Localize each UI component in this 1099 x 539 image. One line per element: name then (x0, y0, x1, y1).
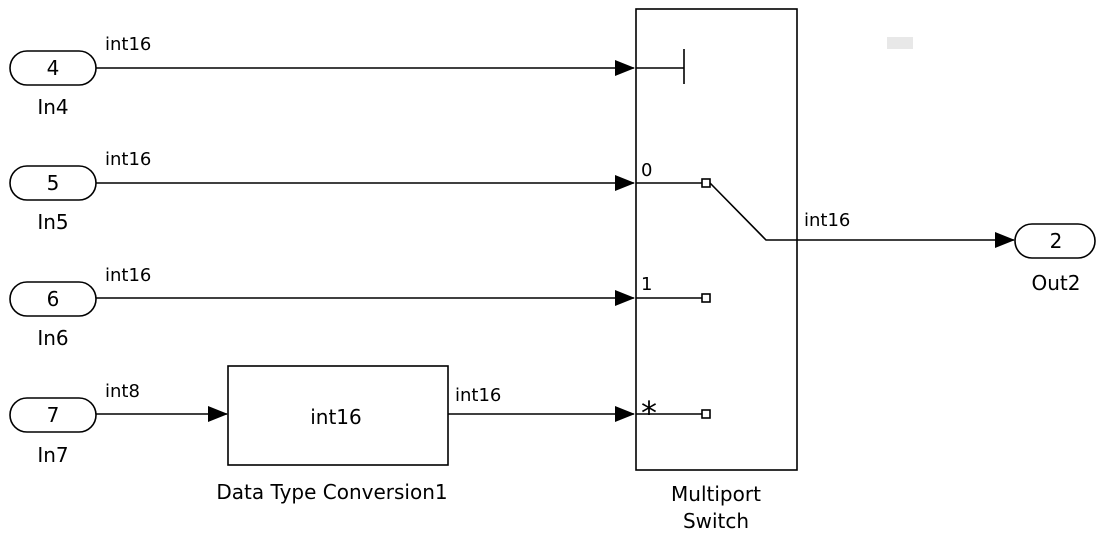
inport-in6-number: 6 (47, 287, 60, 311)
multiport-switch-label-line2: Switch (683, 509, 749, 533)
inport-in4[interactable]: 4 (9, 50, 97, 86)
signal-type-switch-out: int16 (804, 210, 850, 231)
multiport-switch-label-line1: Multiport (671, 482, 761, 506)
inport-in5-number: 5 (47, 171, 60, 195)
outport-out2[interactable]: 2 (1014, 223, 1096, 259)
switch-arm (709, 182, 797, 241)
switch-port-0-terminal (701, 178, 711, 188)
canvas-artifact (887, 37, 913, 49)
switch-port-0-label: 0 (641, 160, 652, 181)
data-type-conversion-label: Data Type Conversion1 (216, 480, 447, 504)
inport-in4-label: In4 (37, 95, 68, 119)
inport-in4-number: 4 (47, 56, 60, 80)
signal-type-conversion-out: int16 (455, 385, 501, 406)
signal-type-in5: int16 (105, 149, 151, 170)
inport-in7-number: 7 (47, 403, 60, 427)
switch-port-default-label: * (641, 394, 657, 432)
outport-out2-shape[interactable] (1014, 223, 1096, 259)
inport-in7-shape[interactable] (9, 397, 97, 433)
inport-in6-shape[interactable] (9, 281, 97, 317)
inport-in5-label: In5 (37, 210, 68, 234)
switch-port-1-label: 1 (641, 274, 652, 295)
signal-type-in4: int16 (105, 34, 151, 55)
outport-out2-label: Out2 (1032, 271, 1081, 295)
switch-port-default-terminal (701, 409, 711, 419)
inport-in7[interactable]: 7 (9, 397, 97, 433)
inport-in7-label: In7 (37, 443, 68, 467)
data-type-conversion-content: int16 (310, 405, 362, 429)
signal-type-in7: int8 (105, 381, 140, 402)
data-type-conversion-shape[interactable] (227, 365, 449, 466)
multiport-switch-block[interactable]: 0 1 * (635, 8, 798, 471)
inport-in6[interactable]: 6 (9, 281, 97, 317)
switch-port-1-terminal (701, 293, 711, 303)
inport-in5[interactable]: 5 (9, 165, 97, 201)
outport-out2-number: 2 (1050, 229, 1063, 253)
data-type-conversion-block[interactable]: int16 (227, 365, 449, 466)
signal-type-in6: int16 (105, 265, 151, 286)
inport-in6-label: In6 (37, 326, 68, 350)
